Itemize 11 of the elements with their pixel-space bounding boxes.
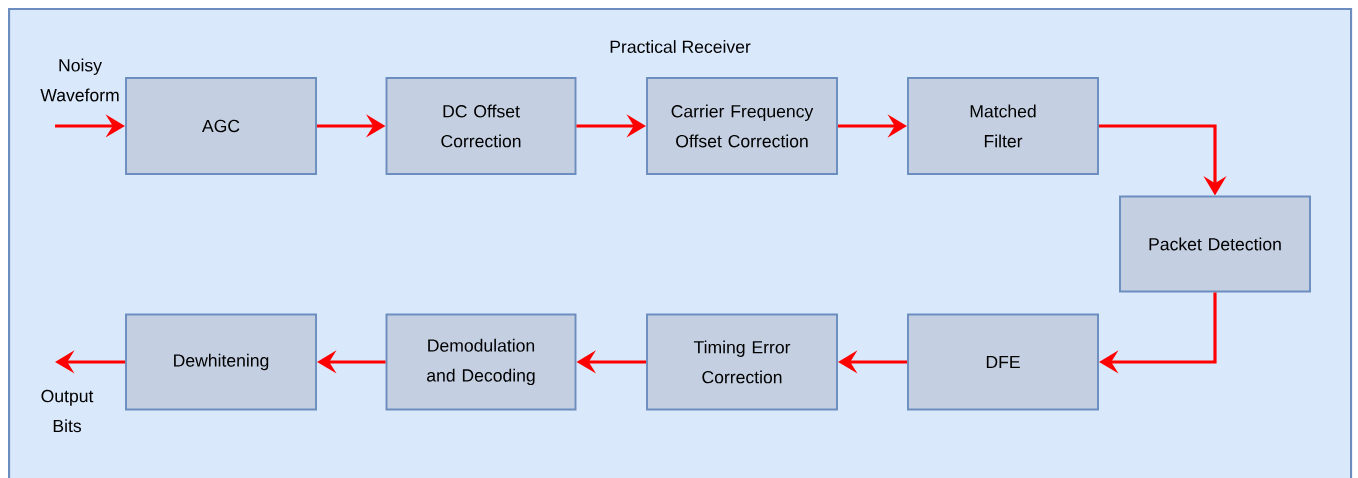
process-box: Carrier Frequency Offset Correction — [646, 77, 838, 175]
process-box: Demodulation and Decoding — [385, 313, 577, 411]
process-box: Packet Detection — [1119, 195, 1311, 293]
process-box: Matched Filter — [907, 77, 1099, 175]
process-box: DFE — [907, 313, 1099, 411]
signal-label: Output Bits — [41, 389, 94, 433]
process-box: Timing Error Correction — [646, 313, 838, 411]
process-box: DC Offset Correction — [385, 77, 577, 175]
process-box: Dewhitening — [125, 313, 317, 411]
process-box: AGC — [125, 77, 317, 175]
signal-label: Noisy Waveform — [40, 58, 119, 102]
